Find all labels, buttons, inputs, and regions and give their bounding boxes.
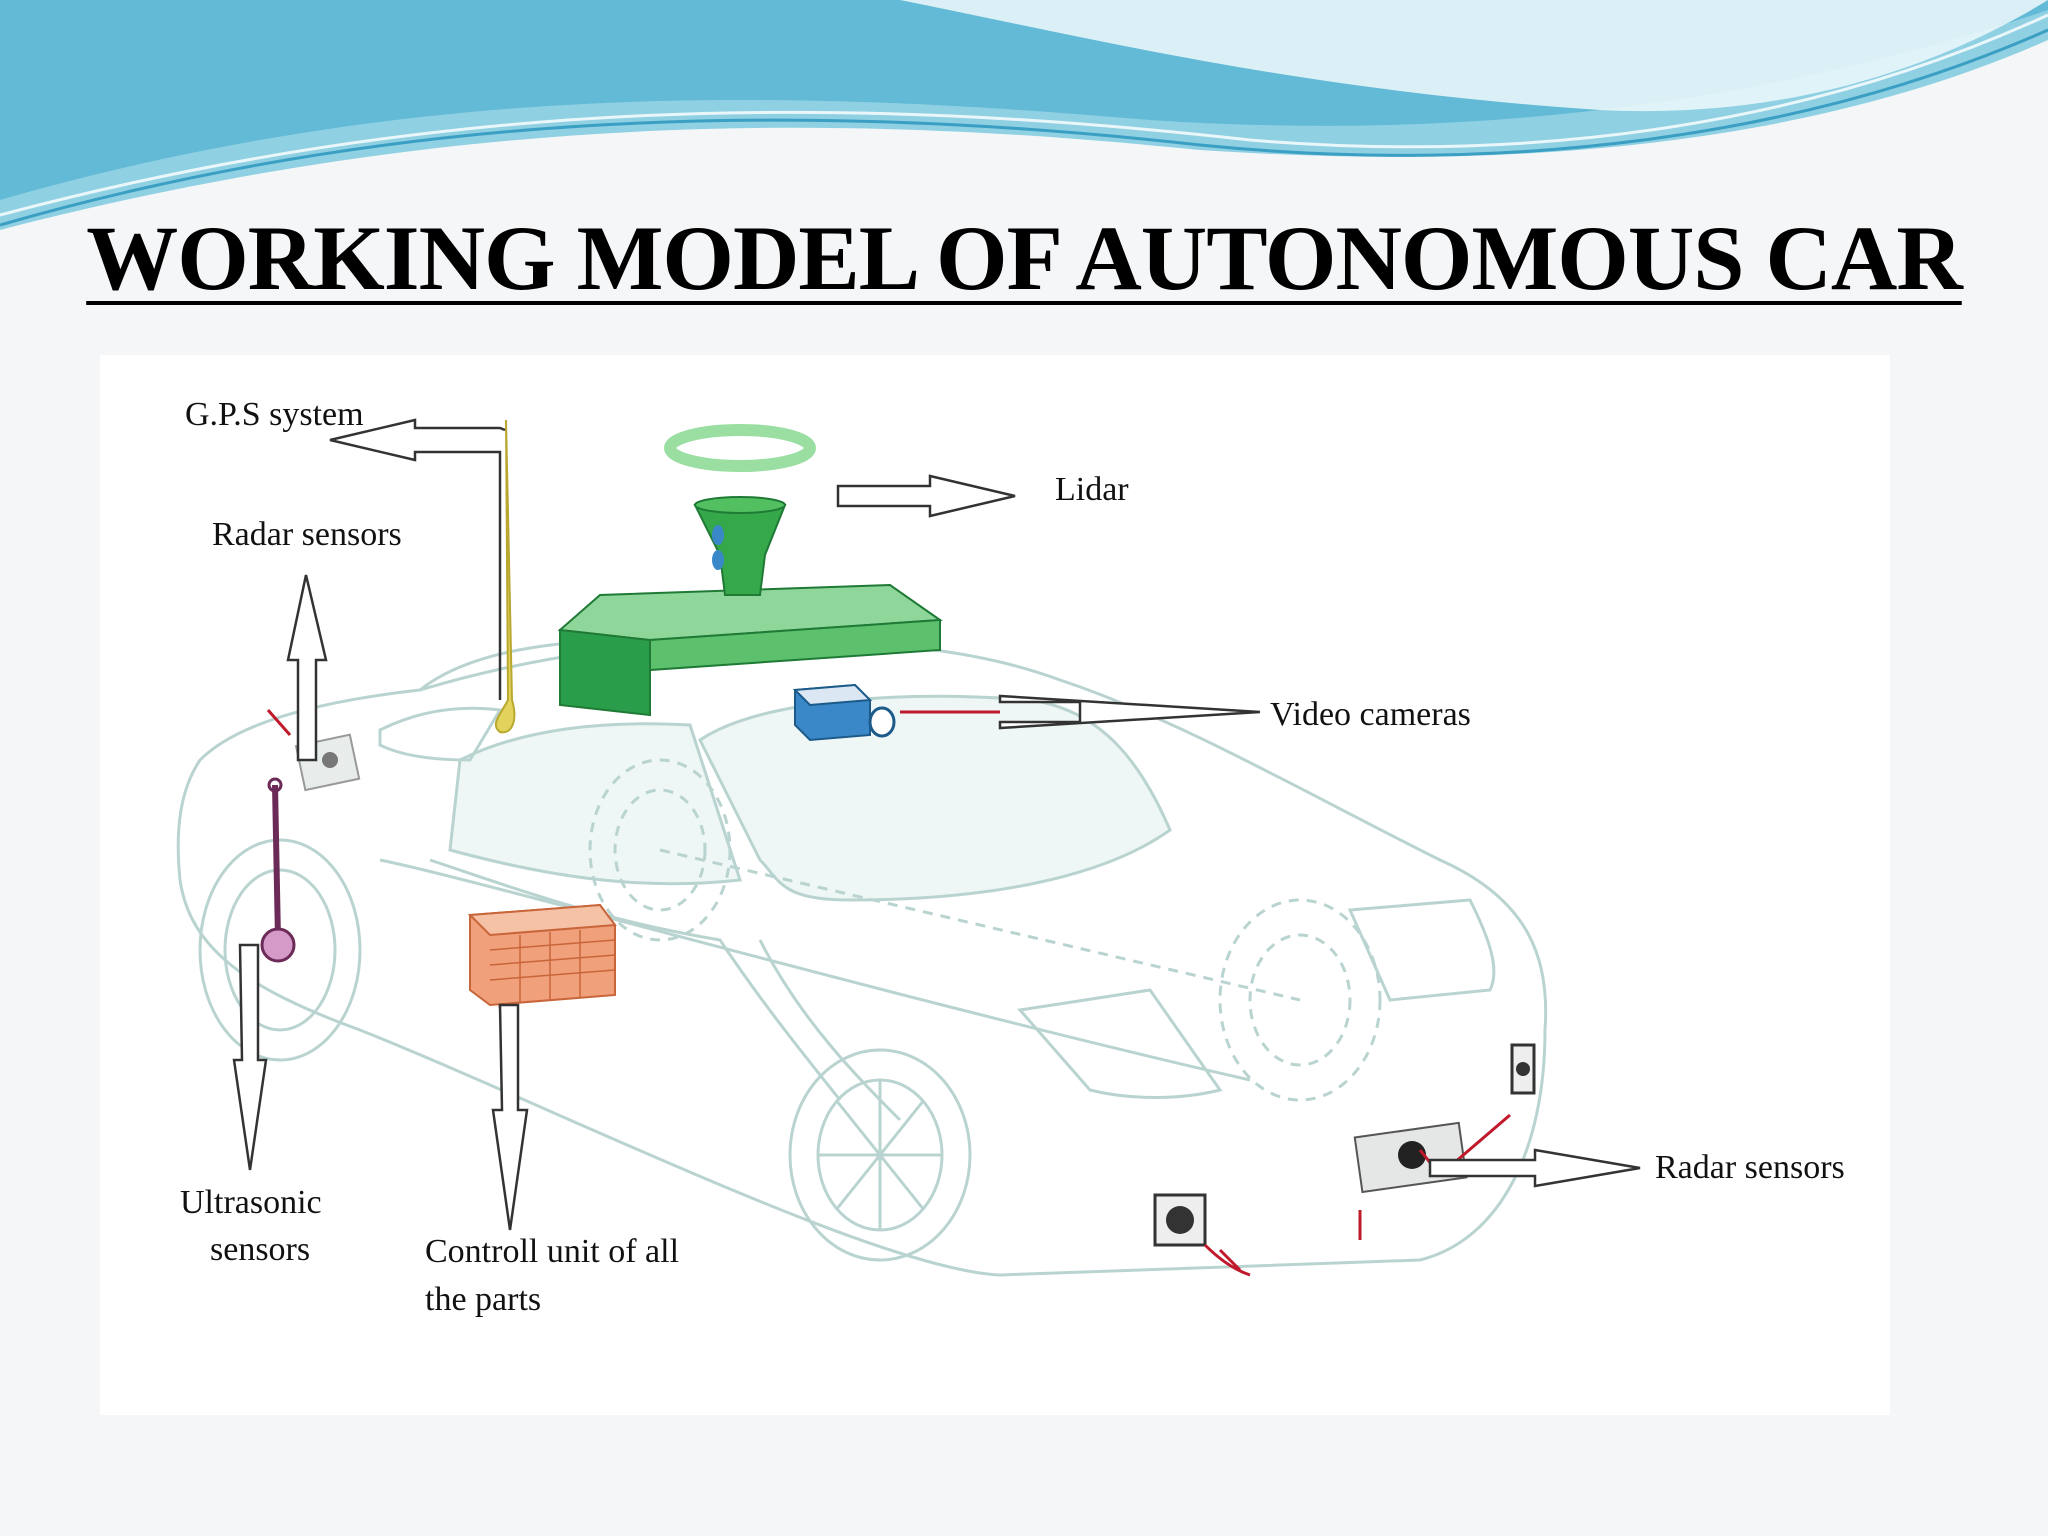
ultrasonic-sensor-icon	[260, 777, 296, 963]
gps-antenna	[494, 419, 516, 734]
video-camera-icon	[792, 683, 896, 742]
label-gps-system: G.P.S system	[185, 396, 364, 433]
header-wave-decoration	[0, 0, 2048, 230]
label-video-cameras: Video cameras	[1270, 696, 1471, 733]
label-ultrasonic-line2: sensors	[210, 1231, 310, 1268]
control-unit-icon	[467, 903, 617, 1007]
label-control-unit-line1: Controll unit of all	[425, 1233, 679, 1270]
callout-arrows	[232, 418, 1641, 1231]
lidar-unit	[664, 424, 816, 596]
label-radar-sensors-left: Radar sensors	[212, 516, 402, 553]
label-radar-sensors-right: Radar sensors	[1655, 1149, 1845, 1186]
label-control-unit-line2: the parts	[425, 1281, 541, 1318]
roof-rack	[557, 583, 943, 717]
label-lidar: Lidar	[1055, 471, 1129, 508]
label-ultrasonic-line1: Ultrasonic	[180, 1184, 322, 1221]
slide-title: WORKING MODEL OF AUTONOMOUS CAR	[86, 207, 1963, 309]
